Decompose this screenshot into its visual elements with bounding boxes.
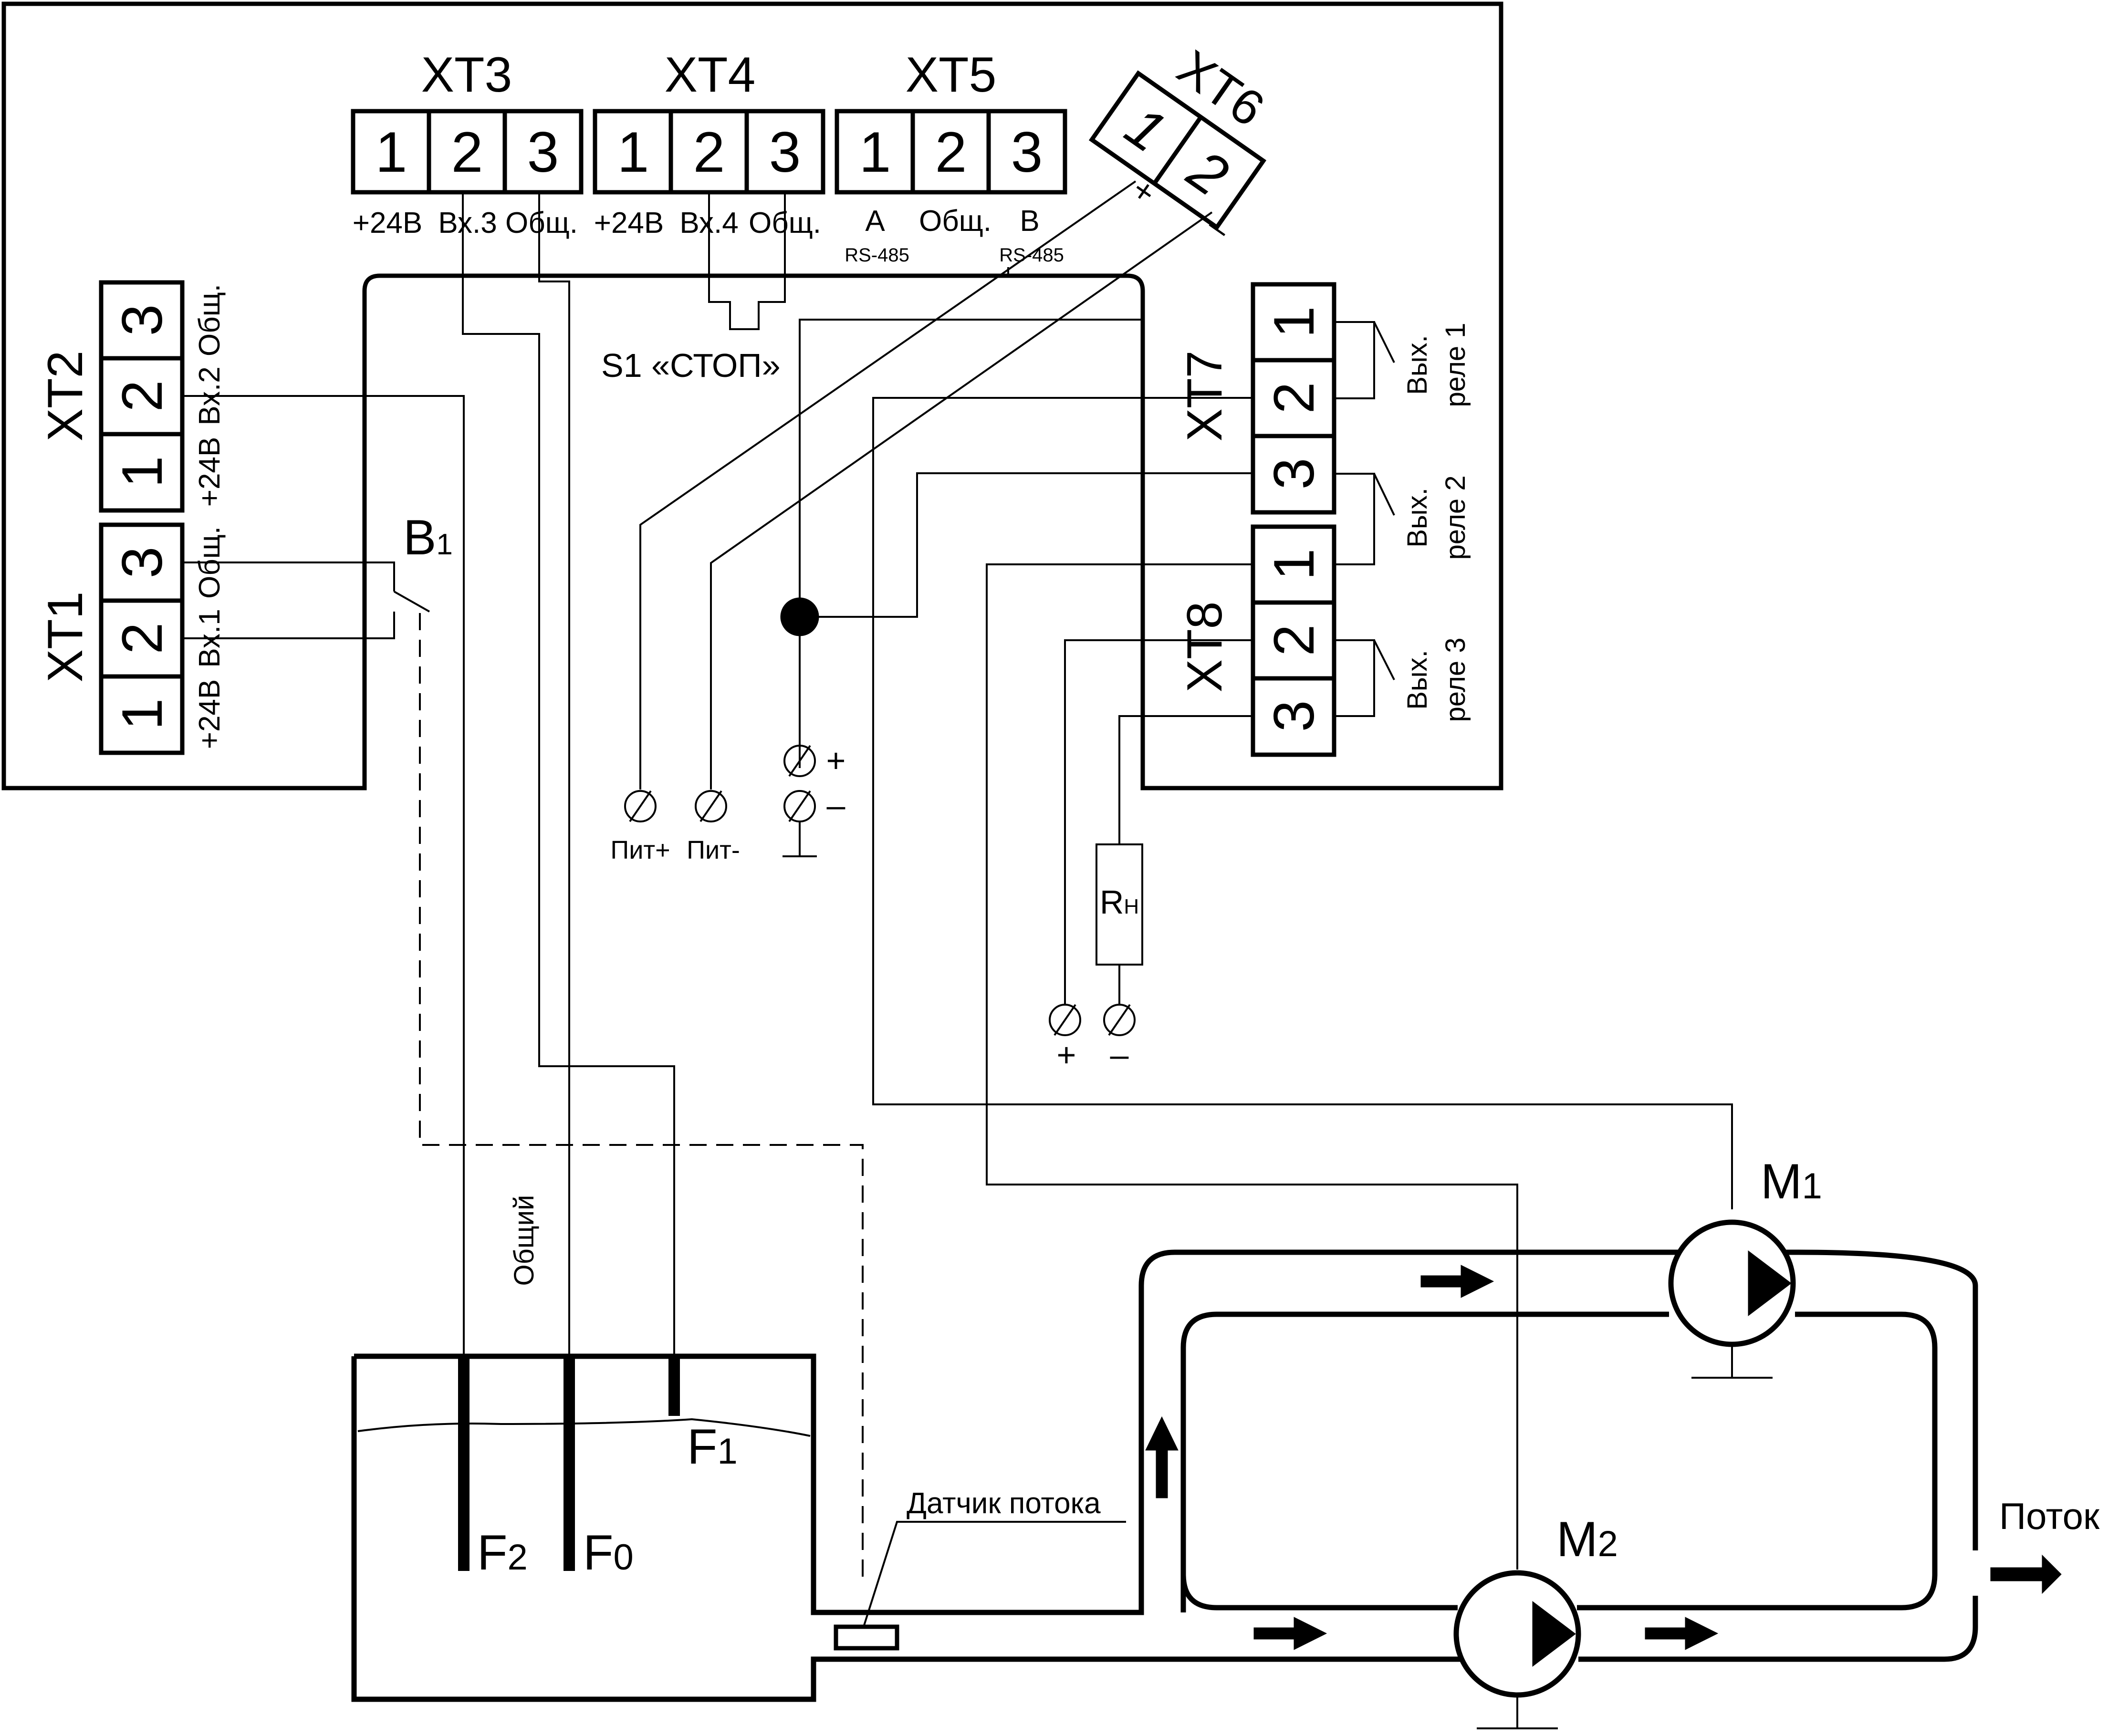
flow-arrows — [1145, 1265, 2062, 1650]
flow-sensor: Датчик потока — [834, 1487, 1126, 1651]
load-resistor-label: RН — [1100, 884, 1139, 921]
terminal-xt4-label-1: +24В — [594, 207, 664, 239]
pipes — [1180, 1249, 1978, 1662]
terminal-xt3-num-1: 1 — [376, 120, 407, 184]
probe-f2-label: F2 — [477, 1525, 528, 1580]
terminal-xt1-label-1: +24В — [193, 679, 226, 749]
probe-wires — [182, 192, 675, 1364]
terminal-xt1-num-3: 3 — [110, 547, 174, 579]
flow-arrow-top-icon — [1420, 1265, 1494, 1298]
power-minus-label: Пит- — [687, 836, 740, 864]
terminal-xt8-title: XT8 — [1177, 602, 1232, 693]
terminal-xt2: XT2 3 2 1 +24В Вх.2 Общ. — [38, 280, 226, 513]
relay-3-label-line2: реле 3 — [1440, 637, 1471, 722]
terminal-xt2-title: XT2 — [38, 351, 93, 442]
terminal-xt3: XT3 1 2 3 +24В Вх.3 Общ. — [351, 47, 584, 239]
pump-m2-label: M2 — [1556, 1512, 1618, 1567]
flow-out-arrow-icon — [1990, 1554, 2062, 1594]
terminal-xt5-num-3: 3 — [1011, 120, 1043, 184]
terminal-xt8-num-2: 2 — [1262, 624, 1326, 656]
terminal-xt3-label-3: Общ. — [505, 207, 578, 239]
terminal-xt7-num-2: 2 — [1262, 382, 1326, 414]
terminal-xt4-title: XT4 — [665, 47, 756, 103]
terminal-xt5-sublabel-a: RS-485 — [845, 245, 909, 266]
terminal-xt5-title: XT5 — [906, 47, 997, 103]
terminal-xt1-num-1: 1 — [110, 698, 174, 730]
terminal-xt7-num-3: 3 — [1262, 458, 1326, 490]
probe-f1-label: F1 — [687, 1419, 738, 1475]
junction-node — [780, 319, 1253, 768]
load-resistor: RН + – — [1049, 639, 1253, 1073]
probe-f0-label: F0 — [583, 1525, 634, 1580]
terminal-xt1-title: XT1 — [38, 592, 93, 683]
power-plus-label: Пит+ — [610, 836, 670, 864]
terminal-xt5-num-2: 2 — [935, 120, 967, 184]
stop-terminal-minus-label: – — [827, 787, 845, 824]
load-terminal-plus-label: + — [1057, 1036, 1076, 1073]
relay-1-label-line1: Вых. — [1402, 335, 1433, 395]
flow-arrow-up-icon — [1145, 1416, 1179, 1498]
terminal-xt2-label-1: +24В — [193, 437, 226, 507]
relay-2-label-line1: Вых. — [1402, 488, 1433, 548]
terminal-xt3-label-2: Вх.3 — [438, 207, 497, 239]
terminal-xt2-label-3: Общ. — [193, 284, 226, 356]
switch-b1-dashed-link — [419, 613, 864, 1578]
stop-button-s1[interactable]: S1 «СТОП» — [601, 192, 786, 384]
flow-out-label: Поток — [1999, 1495, 2100, 1537]
common-wire-label: Общий — [509, 1195, 540, 1286]
pump-m1: M1 — [1668, 1154, 1822, 1379]
terminal-xt3-num-2: 2 — [451, 120, 483, 184]
flow-sensor-label: Датчик потока — [907, 1487, 1101, 1520]
terminal-xt1-num-2: 2 — [110, 623, 174, 655]
terminal-xt2-num-3: 3 — [110, 304, 174, 336]
relay-2-label-line2: реле 2 — [1440, 475, 1471, 560]
terminal-xt2-num-1: 1 — [110, 456, 174, 488]
switch-b1: B1 — [182, 510, 453, 639]
pump-m2: M2 — [1453, 1512, 1618, 1729]
switch-b1-label: B1 — [403, 510, 453, 565]
controller-housing — [1, 1, 1503, 790]
relay-contacts — [1334, 321, 1395, 717]
relay-3-label-line1: Вых. — [1402, 650, 1433, 710]
stop-button-label: S1 «СТОП» — [601, 347, 781, 384]
terminal-xt3-label-1: +24В — [353, 207, 423, 239]
stop-terminals: + – — [783, 742, 846, 857]
stop-terminal-plus-label: + — [826, 742, 846, 779]
terminal-xt5-label-common: Общ. — [919, 205, 991, 238]
terminal-xt3-num-3: 3 — [527, 120, 559, 184]
pump-m1-label: M1 — [1761, 1154, 1822, 1209]
power-terminals: Пит+ Пит- — [610, 790, 740, 864]
load-terminal-minus-label: – — [1110, 1036, 1129, 1073]
flow-arrow-bottom-right-icon — [1645, 1617, 1719, 1650]
terminal-xt5: XT5 1 2 3 A Общ. B RS-485 RS-485 — [835, 47, 1067, 266]
terminal-xt1: XT1 3 2 1 +24В Вх.1 Общ. — [38, 522, 226, 755]
terminal-xt3-title: XT3 — [421, 47, 512, 103]
terminal-xt8-num-1: 1 — [1262, 549, 1326, 581]
terminal-xt4: XT4 1 2 3 +24В Вх.4 Общ. — [593, 47, 825, 239]
relay-1-label-line2: реле 1 — [1440, 322, 1471, 407]
tank: F2 F0 F1 — [351, 1249, 1669, 1702]
terminal-xt5-label-b: B — [1020, 205, 1039, 238]
power-supply-lines — [639, 180, 1213, 790]
terminal-xt7-num-1: 1 — [1262, 306, 1326, 338]
terminal-xt4-num-1: 1 — [617, 120, 649, 184]
terminal-xt5-label-a: A — [865, 205, 885, 238]
terminal-xt5-sublabel-b: RS-485 — [999, 245, 1064, 266]
flow-arrow-bottom-left-icon — [1253, 1617, 1327, 1650]
terminal-xt7-title: XT7 — [1177, 351, 1232, 442]
terminal-xt8-num-3: 3 — [1262, 700, 1326, 732]
terminal-xt5-num-1: 1 — [859, 120, 891, 184]
terminal-xt4-num-2: 2 — [693, 120, 725, 184]
terminal-xt2-num-2: 2 — [110, 380, 174, 412]
terminal-xt4-num-3: 3 — [769, 120, 801, 184]
